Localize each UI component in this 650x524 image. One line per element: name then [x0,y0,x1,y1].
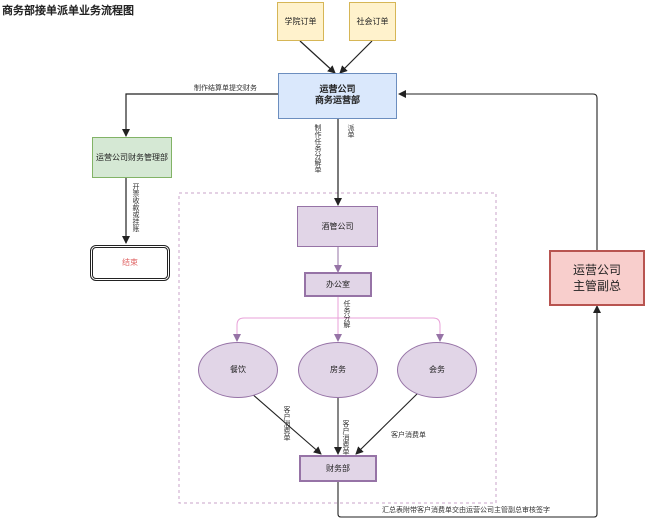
rooms-node: 房务 [298,342,378,398]
dining-label: 餐饮 [230,365,246,374]
finance-dept-node: 财务部 [299,455,377,482]
summary-edge-label: 汇总表附带客户消费单交由运营公司主管副总审核签字 [382,506,550,514]
bill-dining-edge-label: 客户消费单 [283,406,291,441]
operations-label-line1: 运营公司 [319,84,356,95]
wine-company-node: 酒管公司 [297,206,378,247]
conference-label: 会务 [429,365,445,374]
operations-label-line2: 商务运营部 [314,96,360,106]
page-title: 商务部接单派单业务流程图 [2,4,134,17]
edge-vp-to-ops [398,90,598,250]
edge-finance-to-vp [337,305,601,518]
task-split-edge-label: 任务分解 [343,300,351,328]
office-node: 办公室 [304,272,372,297]
social-order-label: 社会订单 [356,16,389,26]
college-order-label: 学院订单 [284,16,317,26]
end-label: 结束 [122,258,138,267]
edge-conference-to-finance [355,392,419,455]
edge-dining-to-finance [250,392,322,455]
social-order-node: 社会订单 [349,2,396,41]
vice-president-node: 运营公司 主管副总 [549,250,645,306]
college-order-node: 学院订单 [277,2,324,41]
conference-node: 会务 [397,342,477,398]
edge-ops-to-finance-mgmt [122,93,278,137]
rooms-label: 房务 [330,365,346,374]
edge-social-to-ops [339,40,373,74]
edge-split-to-conference [338,317,444,342]
office-label: 办公室 [326,279,350,289]
finance-management-label: 运营公司财务管理部 [96,152,168,162]
edge-split-to-dining [233,317,338,342]
bill-rooms-edge-label: 客户消费单 [342,420,350,455]
vice-president-label-line2: 主管副总 [572,279,621,293]
wine-company-label: 酒管公司 [321,221,354,231]
dining-node: 餐饮 [198,342,278,398]
edge-college-to-ops [299,40,336,74]
dispatch-edge-label: 派单 [347,124,355,138]
finance-dept-label: 财务部 [326,463,350,473]
invoice-edge-label: 开票收款或挂账 [132,183,140,232]
operations-node: 运营公司 商务运营部 [278,73,397,119]
bill-conference-edge-label: 客户消费单 [391,431,426,439]
settlement-edge-label: 制作结算单提交财务 [194,84,257,92]
task-split-submit-edge-label: 制作任务分解单 [314,124,322,173]
vice-president-label-line1: 运营公司 [572,262,621,277]
end-node: 结束 [90,245,170,281]
finance-management-node: 运营公司财务管理部 [92,137,172,178]
